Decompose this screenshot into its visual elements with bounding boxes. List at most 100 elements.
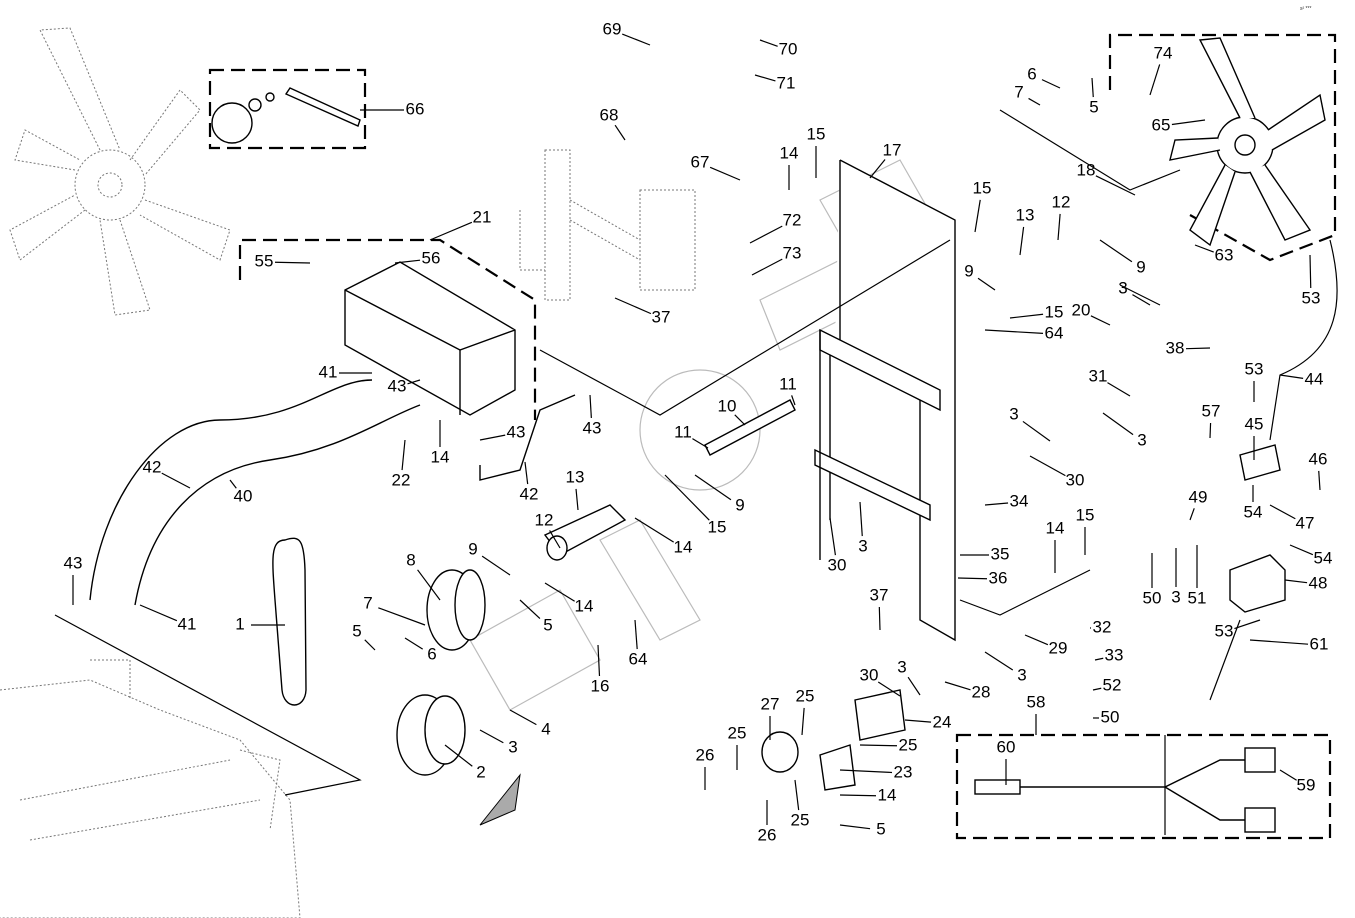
callout-number: 11 xyxy=(674,422,692,441)
callout-number: 60 xyxy=(997,737,1016,756)
fan-right xyxy=(1169,37,1326,247)
leader-line xyxy=(589,394,592,419)
hoses xyxy=(89,379,576,606)
leader-line xyxy=(1024,634,1049,646)
leader-line xyxy=(1234,619,1261,630)
callout-number: 54 xyxy=(1314,548,1333,567)
drive-belt xyxy=(272,537,307,706)
leader-line xyxy=(877,681,901,697)
leader-line xyxy=(1107,382,1131,397)
leader-line xyxy=(859,501,863,537)
leader-line xyxy=(1149,64,1161,96)
callout-number: 43 xyxy=(507,422,526,441)
callout-number: 27 xyxy=(761,694,780,713)
leader-line xyxy=(407,379,421,385)
callout-number: 15 xyxy=(1045,302,1064,321)
leader-line xyxy=(801,707,805,736)
callout-number: 20 xyxy=(1072,300,1091,319)
callout-number: 13 xyxy=(1016,205,1035,224)
callout-number: 47 xyxy=(1296,513,1315,532)
leader-line xyxy=(1099,239,1133,263)
callout-number: 15 xyxy=(708,517,727,536)
callout-number: 15 xyxy=(973,178,992,197)
callout-number: 48 xyxy=(1309,573,1328,592)
callout-number: 6 xyxy=(427,644,436,663)
callout-number: 3 xyxy=(1171,587,1180,606)
callout-number: 37 xyxy=(652,307,671,326)
leader-line xyxy=(544,582,575,602)
callout-number: 14 xyxy=(674,537,693,556)
callout-number: 15 xyxy=(807,124,826,143)
leader-line xyxy=(509,709,537,726)
leader-line xyxy=(479,729,504,744)
leader-line xyxy=(1284,579,1308,584)
callout-number: 14 xyxy=(431,447,450,466)
leader-line xyxy=(622,33,651,46)
callout-number: 9 xyxy=(964,261,973,280)
callout-number: 26 xyxy=(758,825,777,844)
leader-line xyxy=(692,438,709,449)
callout-number: 7 xyxy=(363,593,372,612)
callout-number: 25 xyxy=(728,723,747,742)
leader-line xyxy=(1028,97,1041,106)
leader-line xyxy=(754,74,776,82)
fan-ghost-left xyxy=(9,27,231,316)
leader-line xyxy=(977,277,996,291)
leader-line xyxy=(759,39,778,47)
callout-number: 14 xyxy=(780,143,799,162)
leader-line xyxy=(1092,687,1102,691)
leader-line xyxy=(479,434,506,441)
callout-number: 1 xyxy=(235,614,244,633)
leader-line xyxy=(1189,508,1195,521)
callout-number: 38 xyxy=(1166,338,1185,357)
callout-number: 41 xyxy=(178,614,197,633)
callout-number: 70 xyxy=(779,39,798,58)
leader-line xyxy=(1171,119,1206,126)
callout-number: 10 xyxy=(718,396,737,415)
callout-number: 63 xyxy=(1215,245,1234,264)
callout-number: 73 xyxy=(783,243,802,262)
callout-number: 58 xyxy=(1027,692,1046,711)
callout-number: 16 xyxy=(591,676,610,695)
callout-number: 57 xyxy=(1202,401,1221,420)
leader-line xyxy=(664,474,710,521)
leader-line xyxy=(404,637,424,650)
callout-number: 53 xyxy=(1302,288,1321,307)
leader-line xyxy=(634,517,674,543)
leader-line xyxy=(984,651,1014,671)
callout-number: 30 xyxy=(1066,470,1085,489)
callout-number: 53 xyxy=(1215,621,1234,640)
leader-line xyxy=(229,479,237,489)
callout-number: 71 xyxy=(777,73,796,92)
leader-line xyxy=(1009,313,1044,319)
leader-line xyxy=(1194,244,1214,253)
leader-line xyxy=(984,502,1009,506)
leader-line xyxy=(709,166,741,181)
leader-line xyxy=(839,794,877,797)
callout-number: 29 xyxy=(1049,638,1068,657)
callout-number: 45 xyxy=(1245,414,1264,433)
callout-number: 55 xyxy=(255,251,274,270)
callout-number: 12 xyxy=(1052,192,1071,211)
callout-number: 59 xyxy=(1297,775,1316,794)
callout-number: 3 xyxy=(1017,665,1026,684)
callout-number: 44 xyxy=(1305,369,1324,388)
wire-harness xyxy=(974,747,1276,833)
callout-number: 31 xyxy=(1089,366,1108,385)
leader-line xyxy=(749,225,783,244)
callout-number: 26 xyxy=(696,745,715,764)
leader-line xyxy=(161,472,191,489)
leader-line xyxy=(839,824,871,830)
callout-number: 54 xyxy=(1244,502,1263,521)
leader-line xyxy=(549,530,561,549)
callout-number: 2 xyxy=(476,762,485,781)
callout-number: 25 xyxy=(791,810,810,829)
leader-line xyxy=(614,297,652,315)
callout-number: 18 xyxy=(1077,160,1096,179)
callout-number: 74 xyxy=(1154,43,1173,62)
callout-number: 28 xyxy=(972,682,991,701)
callout-number: 68 xyxy=(600,105,619,124)
callout-number: 17 xyxy=(883,140,902,159)
leader-line xyxy=(1090,315,1111,326)
leader-line xyxy=(907,676,921,696)
